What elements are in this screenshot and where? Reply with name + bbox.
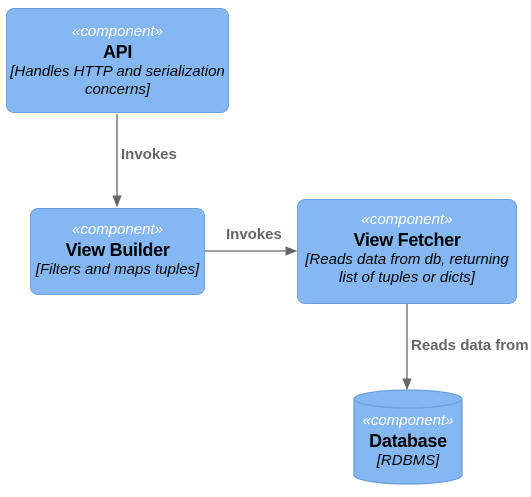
database-description: [RDBMS]: [376, 452, 440, 469]
api-stereotype: «component»: [72, 23, 163, 40]
view-fetcher-description-line-2: list of tuples or dicts]: [339, 269, 475, 286]
api-component[interactable]: «component» API [Handles HTTP and serial…: [6, 8, 229, 113]
edge-label-view-builder-to-view-fetcher: Invokes: [226, 226, 282, 243]
view-builder-title: View Builder: [65, 240, 170, 260]
view-fetcher-description-line-1: [Reads data from db, returning: [305, 251, 509, 268]
view-builder-description: [Filters and maps tuples]: [35, 261, 200, 278]
view-builder-stereotype: «component»: [72, 221, 163, 238]
view-fetcher-stereotype: «component»: [361, 211, 453, 228]
database-component: «component» Database [RDBMS]: [353, 412, 463, 470]
database-cylinder-icon[interactable]: [353, 389, 463, 485]
edge-label-view-fetcher-to-database: Reads data from: [411, 337, 529, 354]
view-builder-component[interactable]: «component» View Builder [Filters and ma…: [30, 208, 205, 295]
edge-label-api-to-view-builder: Invokes: [121, 146, 177, 163]
api-description-line-2: concerns]: [84, 81, 151, 98]
api-description-line-1: [Handles HTTP and serialization: [10, 63, 225, 80]
database-title: Database: [369, 431, 447, 451]
api-title: API: [102, 42, 133, 62]
database-stereotype: «component»: [362, 412, 454, 429]
view-fetcher-title: View Fetcher: [353, 230, 461, 250]
view-fetcher-component[interactable]: «component» View Fetcher [Reads data fro…: [297, 199, 517, 304]
